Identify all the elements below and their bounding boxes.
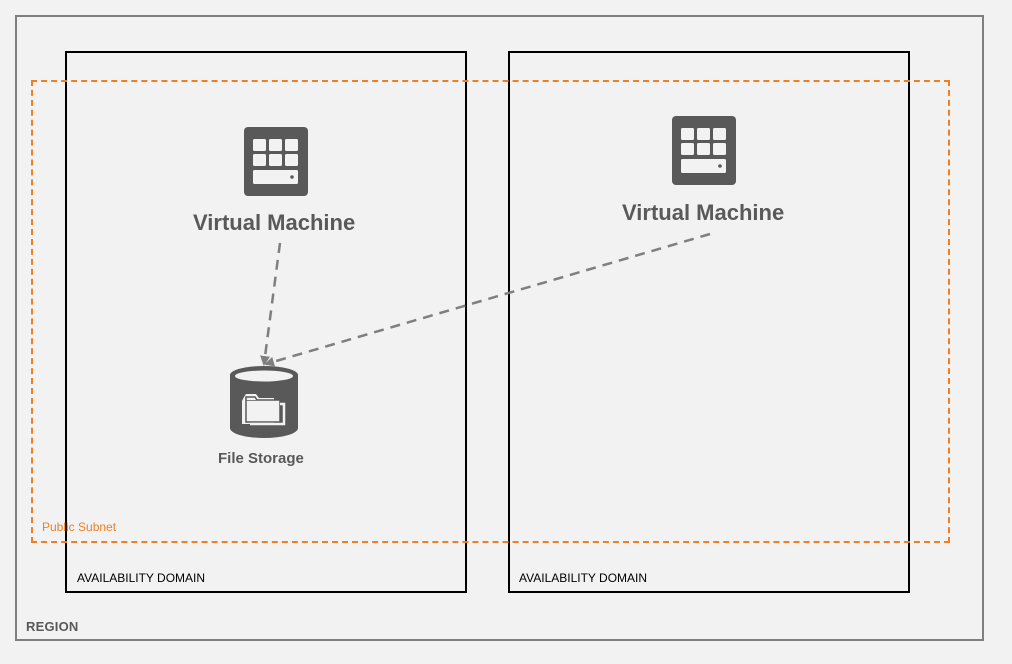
availability-domain-1-label: AVAILABILITY DOMAIN — [77, 571, 206, 585]
availability-domain-2-label: AVAILABILITY DOMAIN — [519, 571, 648, 585]
public-subnet-box — [31, 80, 950, 543]
virtual-machine-2-label: Virtual Machine — [622, 200, 785, 225]
virtual-machine-1-label: Virtual Machine — [193, 210, 356, 235]
region-label: REGION — [26, 619, 79, 634]
region-box — [15, 15, 984, 641]
public-subnet-label: Public Subnet — [42, 520, 117, 534]
file-storage-icon — [228, 364, 300, 445]
virtual-machine-icon — [244, 127, 308, 201]
virtual-machine-icon — [672, 116, 736, 190]
file-storage-label: File Storage — [218, 450, 304, 467]
